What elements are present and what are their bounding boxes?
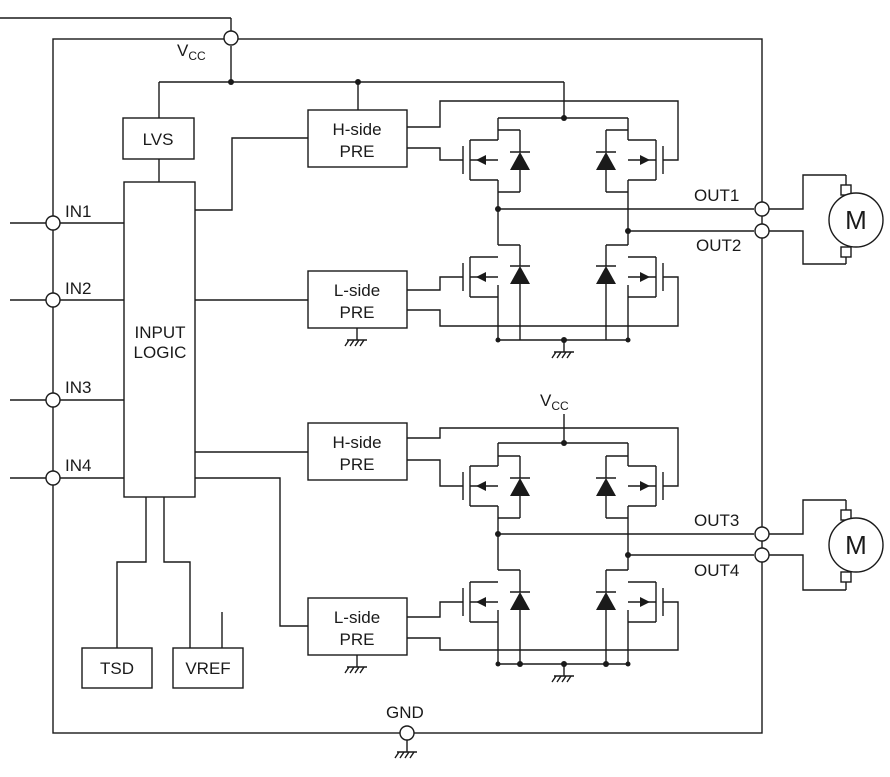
out3-label: OUT3	[694, 511, 739, 530]
input-logic-block	[123, 181, 196, 498]
in3-terminal	[45, 392, 61, 408]
hside-pre-2	[307, 422, 408, 481]
tsd-block	[81, 647, 153, 689]
h-bridge-1	[407, 100, 754, 359]
in1-terminal	[45, 215, 61, 231]
motor-1-label: M	[845, 205, 867, 235]
lside-pre-1	[307, 270, 408, 329]
out4-label: OUT4	[694, 561, 739, 580]
hside-pre-2-label-2: PRE	[340, 455, 375, 474]
lvs-block	[122, 117, 195, 160]
out1-terminal	[754, 201, 770, 217]
vref-block	[172, 647, 244, 689]
input-logic-label-2: LOGIC	[134, 343, 187, 362]
in2-label: IN2	[65, 279, 91, 298]
hside-pre-1-label-2: PRE	[340, 142, 375, 161]
lside-pre-1-label-2: PRE	[340, 303, 375, 322]
out2-terminal	[754, 223, 770, 239]
in3-label: IN3	[65, 378, 91, 397]
out2-label: OUT2	[696, 236, 741, 255]
in2-terminal	[45, 292, 61, 308]
gnd-terminal	[399, 725, 415, 741]
lside-pre-2-label-1: L-side	[334, 608, 380, 627]
in4-label: IN4	[65, 456, 91, 475]
hside-pre-2-label-1: H-side	[332, 433, 381, 452]
input-logic-label-1: INPUT	[135, 323, 186, 342]
lside-pre-1-label-1: L-side	[334, 281, 380, 300]
hside-pre-1	[307, 109, 408, 168]
hside-pre-1-label-1: H-side	[332, 120, 381, 139]
vref-label: VREF	[185, 659, 230, 678]
out3-terminal	[754, 526, 770, 542]
out4-terminal	[754, 547, 770, 563]
vcc-top-label: VCC	[177, 41, 206, 63]
tsd-label: TSD	[100, 659, 134, 678]
motor-1	[769, 174, 884, 265]
in4-terminal	[45, 470, 61, 486]
motor-2	[769, 499, 884, 591]
motor-2-label: M	[845, 530, 867, 560]
gnd-label: GND	[386, 703, 424, 722]
h-bridge-2	[407, 427, 754, 683]
in1-label: IN1	[65, 202, 91, 221]
vcc-mid-label: VCC	[540, 391, 569, 413]
lside-pre-2	[307, 597, 408, 656]
out1-label: OUT1	[694, 186, 739, 205]
vcc-terminal	[223, 30, 239, 46]
lside-pre-2-label-2: PRE	[340, 630, 375, 649]
lvs-label: LVS	[143, 130, 174, 149]
